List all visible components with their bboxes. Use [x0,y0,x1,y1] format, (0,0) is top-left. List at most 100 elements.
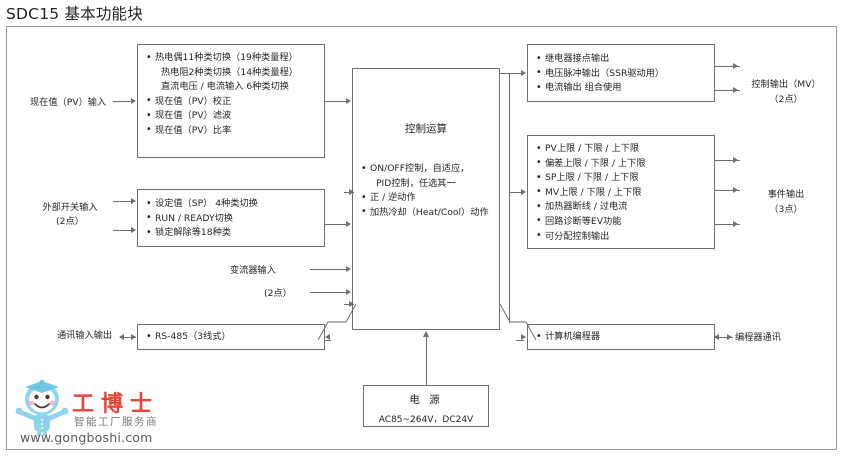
connector-programmer-comm [715,337,733,338]
arrowhead-pv-in [131,98,136,104]
list-item: 现在值（PV）校正 [146,94,316,110]
connector-out-branch [509,73,522,74]
arrowhead-pv-to-center [346,98,351,104]
control-output-label-line1: 控制输出（MV） [751,79,821,90]
list-item: RUN / READY切换 [146,211,316,227]
power-supply-block: 电 源 AC85~264V，DC24V [363,385,489,427]
external-switch-input-label-line2: (2点） [56,216,84,227]
ct-input-label-line1: 变流器输入 [230,265,276,276]
list-item: 锁定解除等18种类 [146,226,316,241]
arrowhead-ev-out-3 [733,221,738,227]
arrowhead-comm-io-right [131,334,136,340]
external-switch-input-block: 设定值（SP） 4种类切换 RUN / READY切换 锁定解除等18种类 [137,189,325,247]
arrowhead-mv-out-1 [733,63,738,69]
connector-power-to-center [426,337,427,385]
event-output-list: PV上限 / 下限 / 上下限 偏差上限 / 下限 / 上下限 SP上限 / 下… [528,136,714,250]
arrowhead-center-left [349,301,354,307]
connector-ev-out-3 [715,224,740,225]
connector-center-to-programmer [499,303,537,341]
connector-event-branch [509,192,522,193]
list-item: 现在值（PV）滤波 [146,109,316,124]
arrowhead-prog-comm-right [727,334,732,340]
connector-pv-to-center [325,101,347,102]
connector-rs485-stub [325,340,331,341]
connector-center-bus-top [500,73,510,74]
event-output-label-line2: （3点） [769,204,803,215]
external-switch-input-label-line1: 外部开关输入 [42,202,98,213]
arrowhead-mv-out-2 [733,87,738,93]
control-operation-heading: 控制运算 [405,123,447,135]
ct-input-label-line2: (2点） [264,288,292,299]
list-item: 加热器断线 / 过电流 [536,200,706,215]
connector-ct-in-2 [310,292,348,293]
arrowhead-ct-in-2 [346,289,351,295]
arrowhead-ev-out-2 [733,187,738,193]
connector-center-right-bus [509,73,510,323]
list-item: RS-485（3线式） [146,330,316,345]
list-item: 热电偶11种类切换（19种类量程） [146,51,316,66]
arrowhead-rs485-left [325,334,330,340]
list-item: 现在值（PV）比率 [146,123,316,139]
rs485-block: RS-485（3线式） [137,324,325,350]
computer-programmer-list: 计算机编程器 [528,325,714,351]
power-supply-spec: AC85~264V，DC24V [378,415,474,425]
pv-input-label: 现在值（PV）输入 [30,97,107,108]
arrowhead-prog-comm-left [714,334,719,340]
control-output-block: 继电器接点输出 电压脉冲输出（SSR驱动用） 电流输出 组合使用 [527,44,715,102]
control-output-label-line2: （2点） [769,94,803,105]
list-item: 加热冷却（Heat/Cool）动作 [361,205,491,221]
connector-comm-io [120,337,136,338]
connector-switch-to-center [325,224,347,225]
connector-switch-in-1 [113,201,132,202]
connector-mv-out-1 [715,66,740,67]
connector-ct-in-1 [310,269,348,270]
list-item: ON/OFF控制，自适应， [361,162,491,177]
arrowhead-ev-out-1 [733,157,738,163]
arrowhead-ct-in-1 [346,266,351,272]
connector-mv-out-2 [715,90,740,91]
page-title: SDC15 基本功能块 [6,5,143,23]
list-item: PV上限 / 下限 / 上下限 [536,142,706,157]
comm-io-label: 通讯输入输出 [57,330,113,341]
list-item: 直流电压 / 电流输入 6种类切换 [161,81,289,93]
control-operation-block: 控制运算 ON/OFF控制，自适应， PID控制，任选其一 正 / 逆动作 加热… [352,68,500,330]
control-operation-list: ON/OFF控制，自适应， PID控制，任选其一 正 / 逆动作 加热冷却（He… [353,162,499,226]
programmer-comm-label: 编程器通讯 [735,332,781,343]
list-item: 继电器接点输出 [536,52,706,67]
arrowhead-out-branch [521,70,526,76]
list-item: MV上限 / 下限 / 上下限 [536,185,706,201]
connector-switch-in-2 [113,230,132,231]
list-item: SP上限 / 下限 / 上下限 [536,171,706,186]
arrowhead-comm-io-left [119,334,124,340]
list-item: 电流输出 组合使用 [536,81,706,96]
connector-pv-in [113,101,132,102]
arrowhead-switch-in-2 [131,227,136,233]
arrowhead-event-branch [521,189,526,195]
rs485-list: RS-485（3线式） [138,325,324,351]
list-item: 热电阻2种类切换（14种类量程） [161,66,298,78]
connector-programmer-stub [516,340,524,341]
list-item: 电压脉冲输出（SSR驱动用） [536,66,706,82]
control-output-list: 继电器接点输出 电压脉冲输出（SSR驱动用） 电流输出 组合使用 [528,45,714,102]
list-item: 计算机编程器 [536,330,706,345]
power-supply-heading: 电 源 [409,394,443,406]
pv-input-block: 热电偶11种类切换（19种类量程） 热电阻2种类切换（14种类量程） 直流电压 … [137,44,325,158]
list-item: PID控制，任选其一 [376,177,456,189]
event-output-block: PV上限 / 下限 / 上下限 偏差上限 / 下限 / 上下限 SP上限 / 下… [527,135,715,249]
list-item: 正 / 逆动作 [361,191,491,206]
pv-input-block-list: 热电偶11种类切换（19种类量程） 热电阻2种类切换（14种类量程） 直流电压 … [138,45,324,145]
connector-ev-out-1 [715,160,740,161]
list-item: 回路诊断等EV功能 [536,214,706,230]
arrowhead-programmer-right [521,334,526,340]
list-item: 偏差上限 / 下限 / 上下限 [536,156,706,172]
list-item: 可分配控制输出 [536,229,706,245]
arrowhead-center-mid [349,189,354,195]
computer-programmer-block: 计算机编程器 [527,324,715,350]
connector-ev-out-2 [715,190,740,191]
external-switch-input-list: 设定值（SP） 4种类切换 RUN / READY切换 锁定解除等18种类 [138,190,324,247]
arrowhead-power-up [423,331,429,337]
connector-rs485-to-center [317,303,357,341]
arrowhead-switch-to-center [346,221,351,227]
list-item: 设定值（SP） 4种类切换 [146,197,316,212]
